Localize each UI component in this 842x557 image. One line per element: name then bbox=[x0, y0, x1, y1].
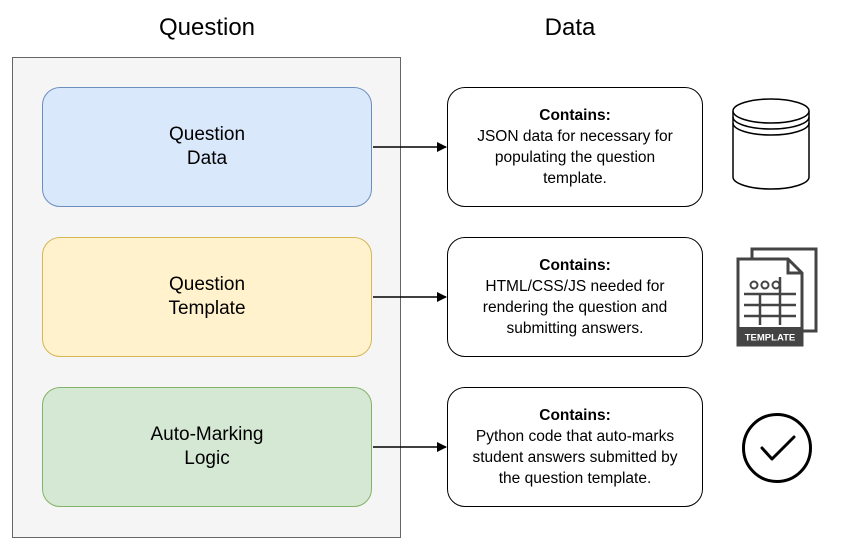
auto-marking-line2: Logic bbox=[184, 448, 230, 469]
description-heading: Contains: bbox=[539, 257, 611, 274]
description-line: populating the question bbox=[494, 149, 656, 166]
description-line: the question template. bbox=[498, 470, 652, 487]
description-line: Python code that auto-marks bbox=[475, 428, 675, 445]
database-icon bbox=[732, 98, 810, 190]
auto-marking-description: Contains: Python code that auto-marks st… bbox=[447, 387, 703, 507]
data-heading: Data bbox=[544, 14, 596, 41]
description-line: template. bbox=[543, 170, 607, 187]
description-heading: Contains: bbox=[539, 407, 611, 424]
description-line: HTML/CSS/JS needed for bbox=[485, 278, 665, 295]
template-icon: TEMPLATE bbox=[736, 247, 818, 347]
description-line: JSON data for necessary for bbox=[477, 128, 673, 145]
question-template-line1: Question bbox=[168, 274, 246, 295]
question-template-line2: Template bbox=[168, 298, 246, 319]
question-data-line1: Question bbox=[168, 124, 246, 145]
check-circle-icon bbox=[742, 413, 812, 483]
auto-marking-logic-box: Auto-Marking Logic bbox=[42, 387, 372, 507]
question-data-box: Question Data bbox=[42, 87, 372, 207]
description-line: submitting answers. bbox=[506, 320, 644, 337]
question-heading: Question bbox=[158, 14, 256, 41]
description-line: rendering the question and bbox=[482, 299, 668, 316]
question-template-box: Question Template bbox=[42, 237, 372, 357]
question-template-description: Contains: HTML/CSS/JS needed for renderi… bbox=[447, 237, 703, 357]
auto-marking-line1: Auto-Marking bbox=[150, 424, 264, 445]
question-data-description: Contains: JSON data for necessary for po… bbox=[447, 87, 703, 207]
description-heading: Contains: bbox=[539, 107, 611, 124]
description-line: student answers submitted by bbox=[472, 449, 678, 466]
template-icon-label: TEMPLATE bbox=[745, 333, 796, 344]
question-data-line2: Data bbox=[186, 148, 228, 169]
